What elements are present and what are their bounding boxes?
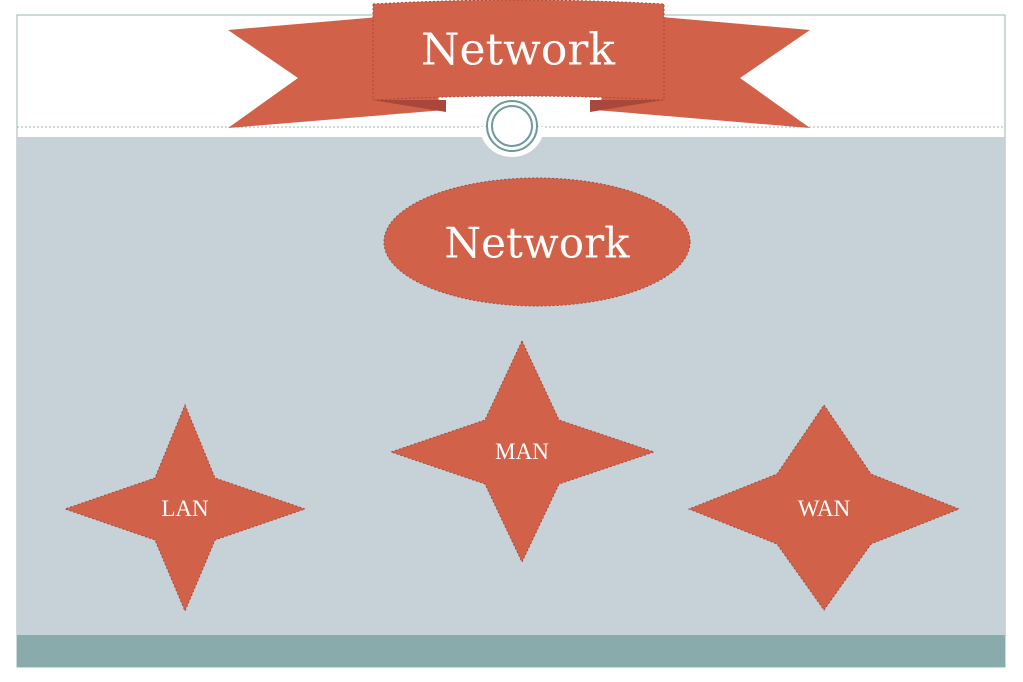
footer-bar bbox=[17, 635, 1005, 667]
ring-ornament bbox=[480, 100, 544, 157]
root-node-label: Network bbox=[444, 218, 630, 268]
lan-label: LAN bbox=[161, 496, 209, 521]
man-label: MAN bbox=[495, 439, 549, 464]
banner-title: Network bbox=[420, 24, 616, 76]
ribbon-left-fold bbox=[372, 100, 446, 112]
man-star-shape bbox=[389, 339, 656, 564]
wan-label: WAN bbox=[797, 496, 851, 521]
root-node-ellipse bbox=[383, 177, 691, 307]
wan-star-shape bbox=[687, 404, 961, 611]
ribbon-center bbox=[372, 0, 665, 101]
ribbon-right-fold bbox=[590, 100, 664, 112]
title-ribbon bbox=[228, 0, 810, 128]
ring-outer bbox=[486, 100, 538, 152]
ring-inner bbox=[491, 105, 533, 147]
lan-star-shape bbox=[63, 403, 307, 613]
